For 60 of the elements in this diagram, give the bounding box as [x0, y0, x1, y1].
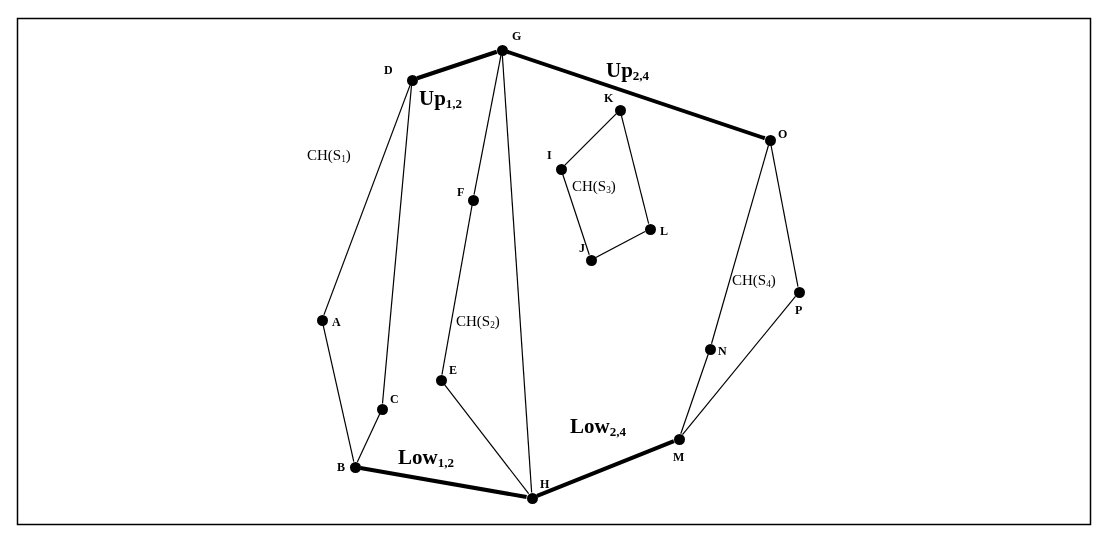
point-dot: [316, 314, 328, 326]
segment-line: [501, 54, 533, 494]
point-dot: [704, 343, 716, 355]
hull-label: CH(S$_{2}$): [456, 314, 500, 331]
point-label: F: [457, 186, 465, 198]
point-label: N: [718, 345, 727, 357]
segment-line: [506, 49, 766, 141]
segment-line: [681, 295, 797, 436]
segment-line: [620, 114, 650, 225]
point-dot: [526, 492, 538, 504]
point-dot: [673, 433, 685, 445]
edge-label: Low$_{1,2}$: [398, 447, 454, 470]
segment-line: [356, 413, 381, 463]
point-label: O: [778, 128, 788, 140]
point-dot: [793, 286, 805, 298]
point-label: H: [540, 478, 550, 490]
segment-line: [416, 49, 498, 81]
point-dot: [435, 374, 447, 386]
edge-label: Low$_{2,4}$: [570, 416, 626, 439]
segment-line: [710, 144, 770, 345]
point-label: A: [332, 316, 341, 328]
point-label: J: [579, 242, 585, 254]
point-label: E: [449, 364, 457, 376]
segment-line: [441, 204, 473, 376]
edge-label: Up$_{2,4}$: [606, 60, 650, 83]
segment-line: [536, 439, 675, 498]
point-label: I: [547, 149, 552, 161]
point-label: P: [795, 304, 803, 316]
point-dot: [614, 104, 626, 116]
segment-line: [564, 113, 617, 166]
point-dot: [467, 194, 479, 206]
segment-line: [322, 324, 355, 463]
hull-label: CH(S$_{3}$): [572, 179, 616, 196]
point-dot: [764, 134, 776, 146]
point-label: L: [660, 225, 668, 237]
segment-line: [323, 84, 411, 316]
segment-line: [473, 54, 502, 196]
segment-line: [562, 173, 590, 256]
segment-line: [595, 230, 646, 259]
segment-line: [360, 466, 527, 499]
point-dot: [496, 44, 508, 56]
segment-line: [381, 84, 413, 405]
hull-label: CH(S$_{4}$): [732, 273, 776, 290]
point-dot: [376, 403, 388, 415]
point-label: C: [390, 393, 399, 405]
point-label: G: [512, 30, 522, 42]
point-label: B: [337, 461, 345, 473]
segment-line: [770, 144, 799, 288]
point-dot: [555, 163, 567, 175]
point-dot: [406, 74, 418, 86]
point-dot: [349, 461, 361, 473]
hull-label: CH(S$_{1}$): [307, 148, 351, 165]
segment-line: [680, 353, 709, 435]
point-dot: [585, 254, 597, 266]
point-dot: [644, 223, 656, 235]
point-label: D: [384, 64, 393, 76]
point-label: K: [604, 92, 614, 104]
segment-line: [443, 383, 530, 495]
edge-label: Up$_{1,2}$: [419, 88, 463, 111]
point-label: M: [673, 451, 685, 463]
